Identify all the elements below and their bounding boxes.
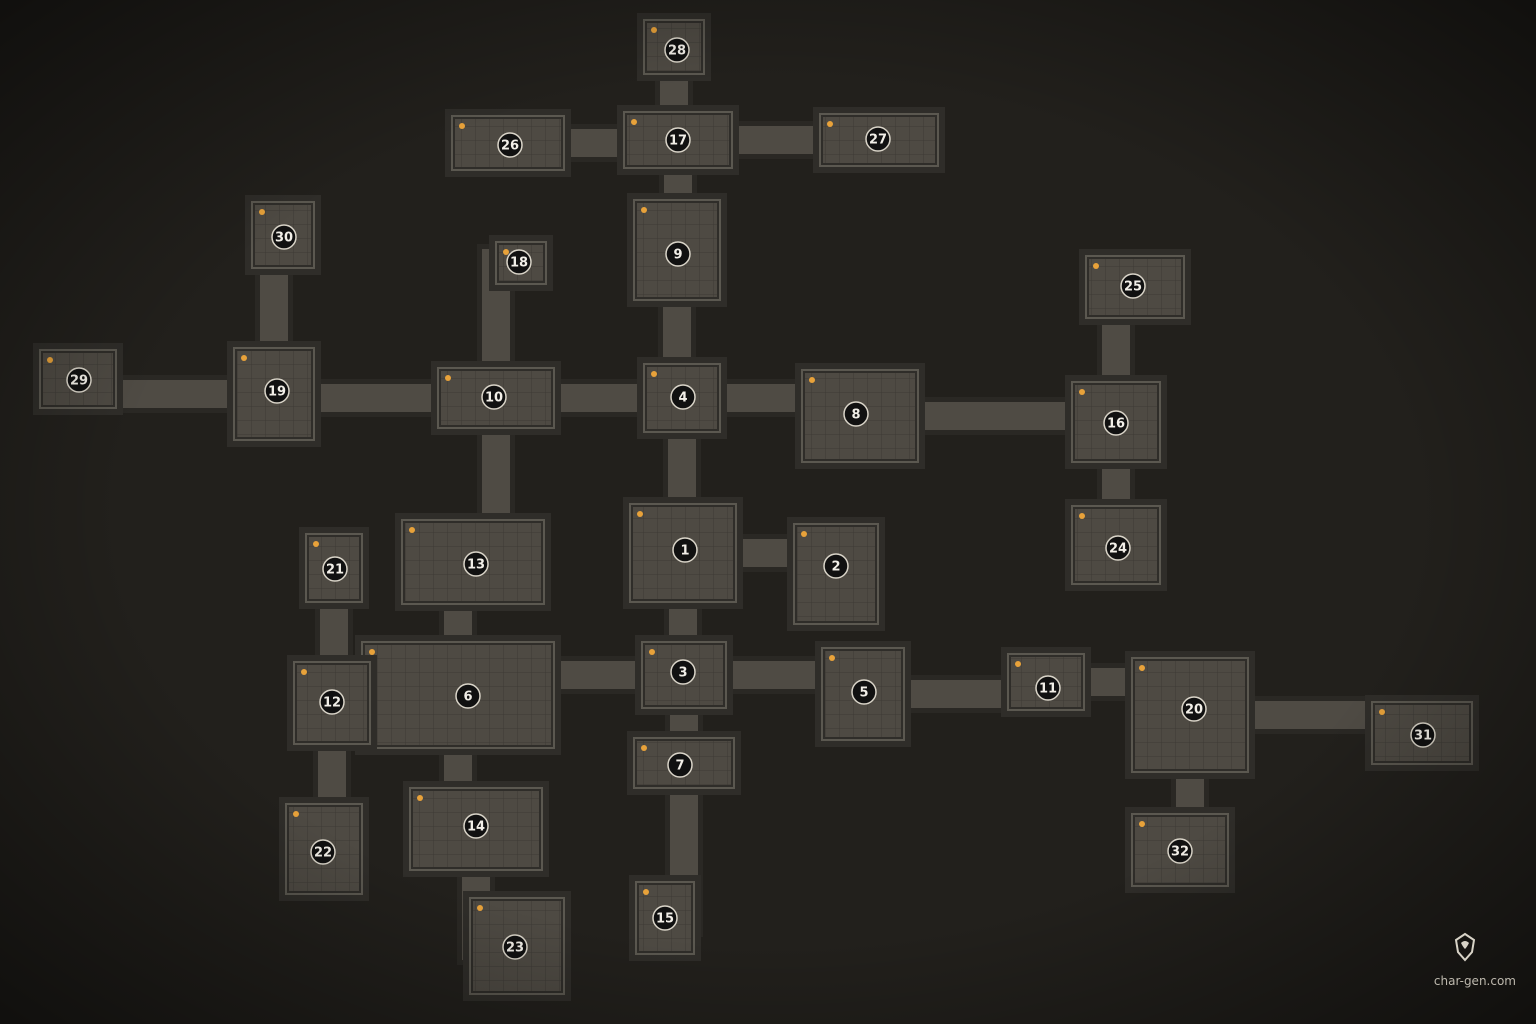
watermark-text: char-gen.com	[1433, 974, 1516, 988]
dragon-logo-icon	[1454, 932, 1476, 962]
